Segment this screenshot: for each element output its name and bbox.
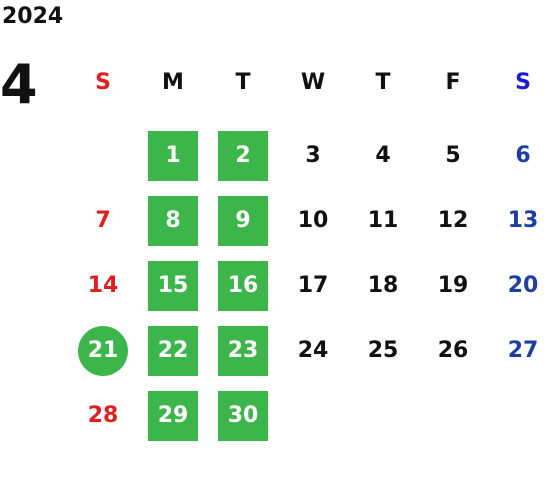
weekday-header: S [515,69,531,95]
day-number: 30 [218,390,268,441]
day-number: 28 [87,403,119,428]
day-number: 1 [148,130,198,181]
day-cell[interactable]: 23 [208,318,278,383]
day-cell[interactable]: 25 [348,318,418,383]
weekday-header: W [300,69,326,95]
month-number: 4 [0,53,38,116]
day-number: 2 [218,130,268,181]
day-cell[interactable]: 15 [138,253,208,318]
day-cell [418,383,488,448]
day-number: 14 [87,273,119,298]
day-cell[interactable]: 10 [278,188,348,253]
day-cell[interactable]: 7 [68,188,138,253]
day-cell[interactable]: 19 [418,253,488,318]
day-number: 21 [78,325,128,376]
day-number: 17 [297,273,329,298]
weekday-header: T [375,69,391,95]
weekday-header: T [235,69,251,95]
day-cell[interactable]: 11 [348,188,418,253]
weekday-header: M [162,69,184,95]
day-number: 22 [148,325,198,376]
day-cell [488,383,548,448]
day-number: 18 [367,273,399,298]
day-cell[interactable]: 27 [488,318,548,383]
day-cell [348,383,418,448]
empty-day [498,391,548,441]
day-cell[interactable]: 26 [418,318,488,383]
day-number: 29 [148,390,198,441]
day-cell[interactable]: 1 [138,123,208,188]
day-cell[interactable]: 8 [138,188,208,253]
day-number: 15 [148,260,198,311]
day-number: 23 [218,325,268,376]
day-cell[interactable]: 4 [348,123,418,188]
day-number: 27 [507,338,539,363]
empty-day [78,131,128,181]
empty-day [288,391,338,441]
empty-day [428,391,478,441]
day-number: 24 [297,338,329,363]
day-cell[interactable]: 17 [278,253,348,318]
day-number: 26 [437,338,469,363]
day-number: 25 [367,338,399,363]
year-label: 2024 [2,4,64,29]
day-number: 4 [375,143,391,168]
day-number: 11 [367,208,399,233]
day-cell[interactable]: 12 [418,188,488,253]
day-number: 19 [437,273,469,298]
day-cell[interactable]: 30 [208,383,278,448]
day-cell[interactable]: 29 [138,383,208,448]
day-cell[interactable]: 13 [488,188,548,253]
day-number: 3 [305,143,321,168]
day-cell[interactable]: 6 [488,123,548,188]
day-cell [278,383,348,448]
day-cell[interactable]: 18 [348,253,418,318]
day-cell[interactable]: 24 [278,318,348,383]
day-number: 5 [445,143,461,168]
day-number: 8 [148,195,198,246]
day-cell[interactable]: 14 [68,253,138,318]
day-number: 13 [507,208,539,233]
day-number: 10 [297,208,329,233]
day-cell [68,123,138,188]
day-cell[interactable]: 5 [418,123,488,188]
day-cell[interactable]: 22 [138,318,208,383]
day-number: 9 [218,195,268,246]
weekday-header: S [95,69,111,95]
day-cell[interactable]: 3 [278,123,348,188]
day-number: 16 [218,260,268,311]
day-number: 7 [95,208,111,233]
day-cell[interactable]: 28 [68,383,138,448]
day-cell[interactable]: 2 [208,123,278,188]
weekday-header: F [445,69,461,95]
empty-day [358,391,408,441]
day-cell[interactable]: 16 [208,253,278,318]
day-cell[interactable]: 20 [488,253,548,318]
day-cell[interactable]: 9 [208,188,278,253]
day-number: 12 [437,208,469,233]
day-cell[interactable]: 21 [68,318,138,383]
day-number: 20 [507,273,539,298]
day-number: 6 [515,143,531,168]
